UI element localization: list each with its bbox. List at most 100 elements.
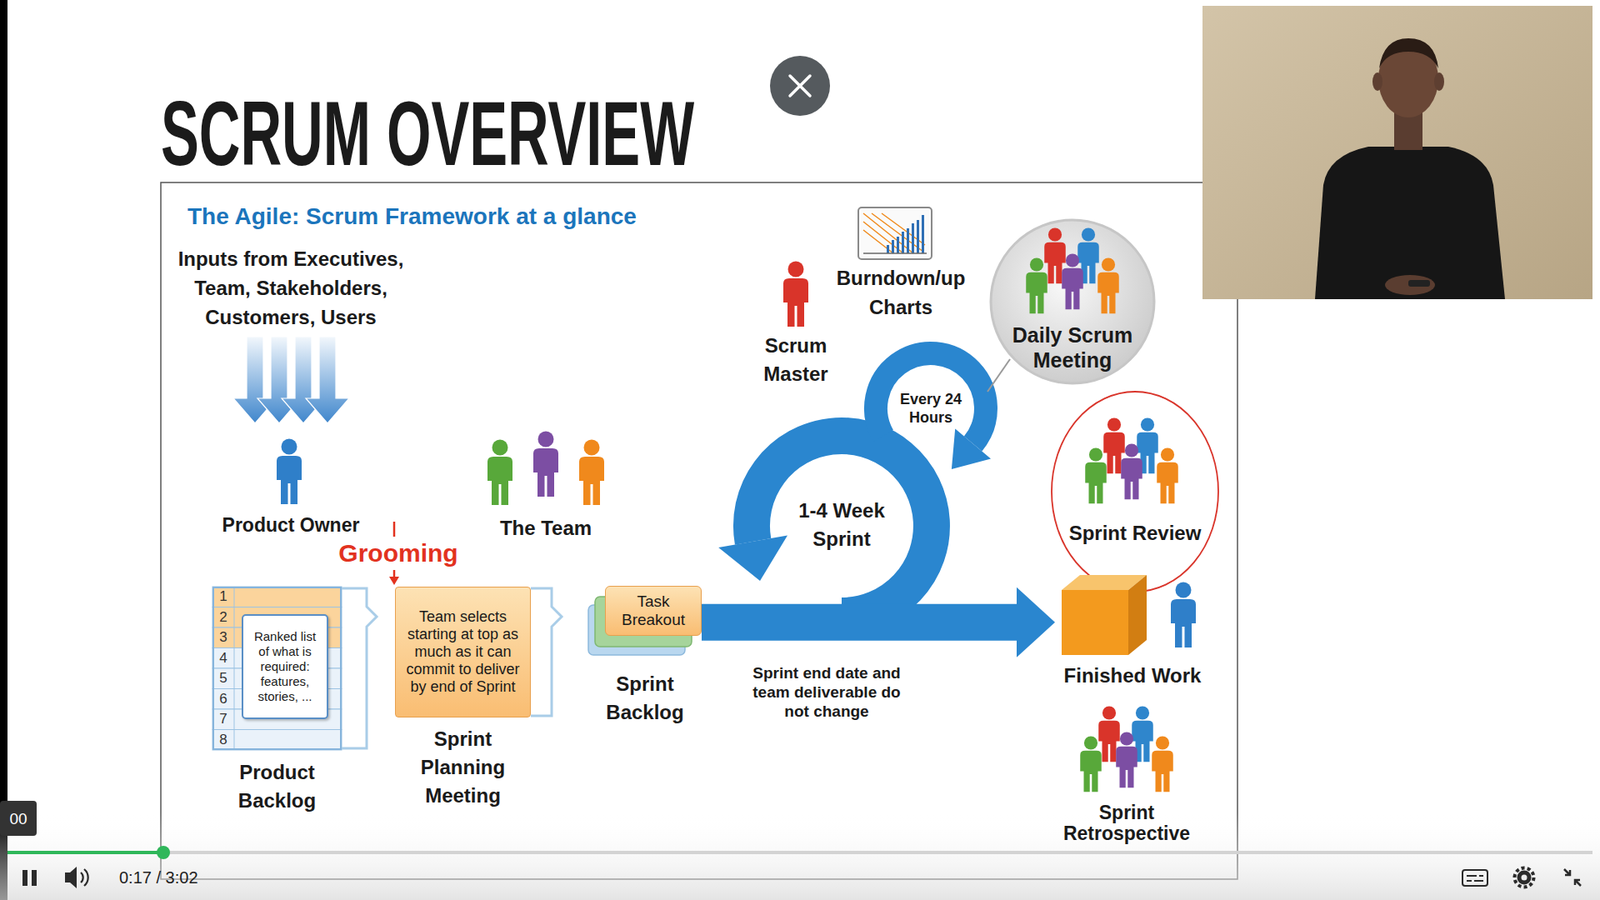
pause-bar xyxy=(22,870,28,886)
planning-bracket xyxy=(530,588,562,716)
rank-number: 1 xyxy=(219,588,227,605)
time-tooltip xyxy=(0,800,37,836)
volume-icon xyxy=(65,866,89,889)
grooming-arrow-head xyxy=(389,576,400,585)
chart-bars xyxy=(886,215,925,254)
burndown-chart-icon xyxy=(858,207,932,260)
cube-side xyxy=(1128,575,1147,655)
pause-bar xyxy=(31,870,37,886)
controls-shade xyxy=(0,812,1600,900)
retrospective-crowd xyxy=(1080,705,1174,792)
loop-label: 1-4 Week Sprint xyxy=(787,496,896,554)
backlog-bracket xyxy=(341,588,377,749)
ceremony-label: Sprint Retrospective xyxy=(1043,802,1210,845)
customer-icon xyxy=(1170,582,1196,649)
role-label: Product Owner xyxy=(222,514,360,536)
presenter-shirt xyxy=(1315,146,1505,300)
rank-number: 3 xyxy=(219,629,227,646)
left-black-strip xyxy=(0,0,8,900)
circle-shape xyxy=(990,220,1155,384)
progress-track xyxy=(7,850,1593,855)
sprint-loop xyxy=(718,435,932,616)
chart-lines xyxy=(863,213,925,254)
backlog-list: Product BacklogRanked list of what is re… xyxy=(212,586,342,750)
grooming-arrow-top xyxy=(393,521,396,537)
inputs-note: Inputs from Executives, Team, Stakeholde… xyxy=(170,244,412,332)
role-label: The Team xyxy=(500,516,592,540)
backlog-row xyxy=(212,730,342,751)
flow-arrow xyxy=(701,587,1055,658)
finished-work: Finished Work xyxy=(1060,571,1205,657)
rank-number: 4 xyxy=(219,650,227,667)
cube-figure xyxy=(1060,571,1205,657)
tooltip-time: 00 xyxy=(9,809,27,829)
presenter-ear xyxy=(1372,72,1383,91)
rank-number: 8 xyxy=(219,731,227,749)
meeting-crowd xyxy=(1025,227,1120,314)
chart-bar xyxy=(886,245,890,254)
chart-bar xyxy=(901,231,905,254)
presenter-clicker xyxy=(1408,280,1430,287)
gear-teeth xyxy=(1515,868,1535,888)
chart-bar xyxy=(921,215,925,254)
webcam-background xyxy=(1202,5,1593,300)
rank-number: 7 xyxy=(219,710,227,728)
cube-front xyxy=(1061,590,1129,655)
daily-loop-ring xyxy=(875,353,986,444)
rank-number: 6 xyxy=(219,690,227,708)
review-ellipse: Sprint Review xyxy=(1050,390,1220,594)
close-button xyxy=(770,55,830,116)
backlog-rows xyxy=(212,586,342,750)
sound-waves xyxy=(80,869,89,886)
node-body: Ranked list of what is required: feature… xyxy=(247,629,323,705)
loop-label: Every 24 Hours xyxy=(889,390,973,427)
node-heading: Sprint Backlog xyxy=(595,670,695,727)
scrum-master-icon xyxy=(783,261,809,328)
task-card: Task BreakoutSprint Backlog xyxy=(605,585,702,636)
chart-axis xyxy=(863,252,927,255)
chart-bar xyxy=(906,228,910,254)
meeting-circle: Daily Scrum Meeting xyxy=(989,218,1156,385)
speaker xyxy=(65,866,77,889)
chart-bar xyxy=(896,236,900,254)
captions-box xyxy=(1462,870,1488,886)
daily-loop xyxy=(875,353,991,470)
product-owner-icon xyxy=(276,439,302,505)
exit-fullscreen-icon xyxy=(1564,869,1581,886)
node-heading: Sprint Planning Meeting xyxy=(410,725,515,810)
slide-frame xyxy=(160,182,1238,880)
team-member-icon xyxy=(487,440,513,506)
backlog-row xyxy=(212,586,342,608)
progress-played xyxy=(7,850,164,855)
node-body: Team selects starting at top as much as … xyxy=(404,608,522,696)
team-member-icon xyxy=(579,440,605,506)
input-arrow xyxy=(305,336,350,424)
playback-time: 0:17 / 3:02 xyxy=(119,867,199,888)
presenter-hands xyxy=(1385,275,1435,295)
progress-knob xyxy=(156,845,170,860)
input-arrows xyxy=(233,336,350,424)
chart-bar xyxy=(916,220,920,254)
chart-label: Burndown/up Charts xyxy=(828,263,975,322)
captions-lines xyxy=(1466,875,1484,881)
planning-box: Team selects starting at top as much as … xyxy=(395,586,531,718)
sprint-loop-ring xyxy=(751,435,932,616)
settings-icon xyxy=(1515,868,1535,888)
close-circle xyxy=(770,55,830,116)
chart-frame xyxy=(858,207,932,260)
backlog-card: Ranked list of what is required: feature… xyxy=(241,614,329,720)
rank-number: 5 xyxy=(219,670,227,687)
ellipse-shape xyxy=(1051,391,1219,592)
backlog-number-column xyxy=(234,586,235,750)
node-body: Task Breakout xyxy=(610,592,696,630)
review-crowd xyxy=(1085,417,1179,504)
node-heading: Sprint Review xyxy=(1055,520,1215,546)
captions-icon xyxy=(1462,870,1488,886)
close-cross xyxy=(790,75,810,96)
chart-bar xyxy=(911,223,915,254)
role-label: Scrum Master xyxy=(745,331,846,389)
ellipse-outline xyxy=(1050,390,1220,594)
gear-hole xyxy=(1521,875,1528,881)
node-heading: Daily Scrum Meeting xyxy=(1001,322,1144,373)
